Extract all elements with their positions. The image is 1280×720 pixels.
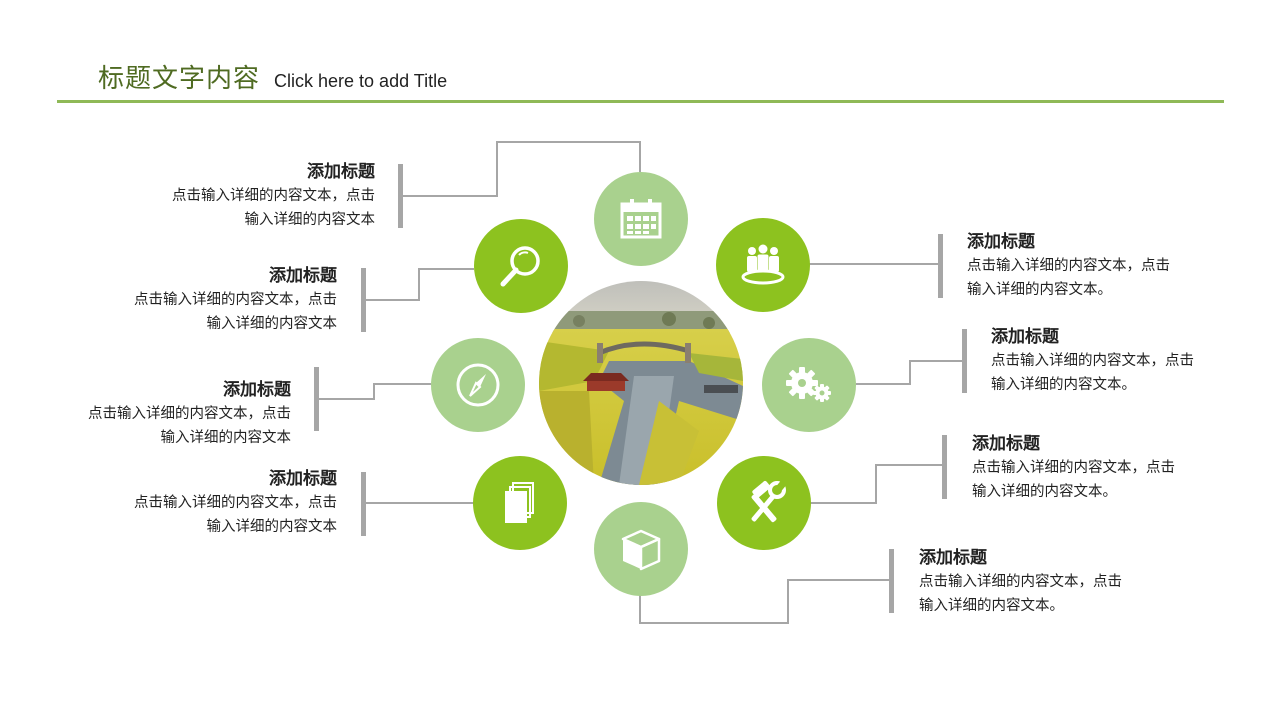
connector-cube (639, 579, 893, 624)
block-title[interactable]: 添加标题 (919, 548, 987, 568)
cube-icon (621, 529, 661, 571)
tools-icon (751, 480, 787, 523)
block-title[interactable]: 添加标题 (972, 434, 1040, 454)
connector-magnifier (365, 268, 474, 301)
circle-tools[interactable] (717, 456, 811, 550)
documents-icon (505, 482, 534, 523)
text-block-2: 添加标题 点击输入详细的内容文本，点击 输入详细的内容文本 (37, 264, 337, 336)
connector-calendar (402, 141, 641, 197)
header-divider (57, 100, 1224, 103)
circle-compass[interactable] (431, 338, 525, 432)
slide-title-english[interactable]: Click here to add Title (274, 71, 448, 91)
connector-tools (810, 464, 946, 504)
center-landscape-photo (539, 281, 743, 485)
block-text-line1[interactable]: 点击输入详细的内容文本，点击 (88, 406, 291, 422)
block-title[interactable]: 添加标题 (991, 327, 1059, 347)
circle-magnifier[interactable] (474, 219, 568, 313)
bar-item-6 (962, 329, 967, 393)
text-block-8: 添加标题 点击输入详细的内容文本，点击 输入详细的内容文本。 (919, 546, 1219, 618)
magnifier-icon (500, 246, 540, 287)
block-text-line2[interactable]: 输入详细的内容文本 (160, 430, 292, 446)
block-text-line1[interactable]: 点击输入详细的内容文本，点击 (991, 353, 1194, 369)
bar-item-7 (942, 435, 947, 499)
bar-item-3 (314, 367, 319, 431)
block-text-line2[interactable]: 输入详细的内容文本。 (972, 484, 1117, 500)
block-text-line2[interactable]: 输入详细的内容文本。 (919, 598, 1064, 614)
block-text-line1[interactable]: 点击输入详细的内容文本，点击 (919, 574, 1122, 590)
circle-gears[interactable] (762, 338, 856, 432)
bar-item-5 (938, 234, 943, 298)
bar-item-2 (361, 268, 366, 332)
slide-header: 标题文字内容 Click here to add Title (98, 58, 447, 95)
block-text-line1[interactable]: 点击输入详细的内容文本，点击 (172, 188, 375, 204)
connector-gears (856, 360, 966, 385)
slide-title-chinese[interactable]: 标题文字内容 (98, 64, 261, 94)
block-text-line2[interactable]: 输入详细的内容文本 (206, 316, 338, 332)
landscape-illustration (539, 281, 743, 485)
block-text-line1[interactable]: 点击输入详细的内容文本，点击 (972, 460, 1175, 476)
circle-documents[interactable] (473, 456, 567, 550)
bar-item-8 (889, 549, 894, 613)
block-title[interactable]: 添加标题 (223, 380, 291, 400)
block-text-line2[interactable]: 输入详细的内容文本 (244, 212, 376, 228)
block-text-line1[interactable]: 点击输入详细的内容文本，点击 (967, 258, 1170, 274)
block-text-line1[interactable]: 点击输入详细的内容文本，点击 (134, 495, 337, 511)
calendar-icon (620, 199, 662, 239)
text-block-7: 添加标题 点击输入详细的内容文本，点击 输入详细的内容文本。 (972, 432, 1272, 504)
block-title[interactable]: 添加标题 (307, 162, 375, 182)
connector-compass (318, 383, 431, 400)
block-text-line2[interactable]: 输入详细的内容文本 (206, 519, 338, 535)
gears-icon (786, 367, 831, 402)
block-title[interactable]: 添加标题 (269, 469, 337, 489)
text-block-4: 添加标题 点击输入详细的内容文本，点击 输入详细的内容文本 (37, 467, 337, 539)
text-block-6: 添加标题 点击输入详细的内容文本，点击 输入详细的内容文本。 (991, 325, 1271, 397)
block-text-line2[interactable]: 输入详细的内容文本。 (967, 282, 1112, 298)
text-block-3: 添加标题 点击输入详细的内容文本，点击 输入详细的内容文本 (0, 378, 291, 450)
block-text-line1[interactable]: 点击输入详细的内容文本，点击 (134, 292, 337, 308)
bar-item-1 (398, 164, 403, 228)
compass-icon (456, 363, 500, 407)
team-icon (741, 244, 785, 285)
circle-team[interactable] (716, 218, 810, 312)
block-text-line2[interactable]: 输入详细的内容文本。 (991, 377, 1136, 393)
text-block-1: 添加标题 点击输入详细的内容文本，点击 输入详细的内容文本 (75, 160, 375, 232)
text-block-5: 添加标题 点击输入详细的内容文本，点击 输入详细的内容文本。 (967, 230, 1267, 302)
circle-cube[interactable] (594, 502, 688, 596)
circle-calendar[interactable] (594, 172, 688, 266)
block-title[interactable]: 添加标题 (967, 232, 1035, 252)
bar-item-4 (361, 472, 366, 536)
block-title[interactable]: 添加标题 (269, 266, 337, 286)
